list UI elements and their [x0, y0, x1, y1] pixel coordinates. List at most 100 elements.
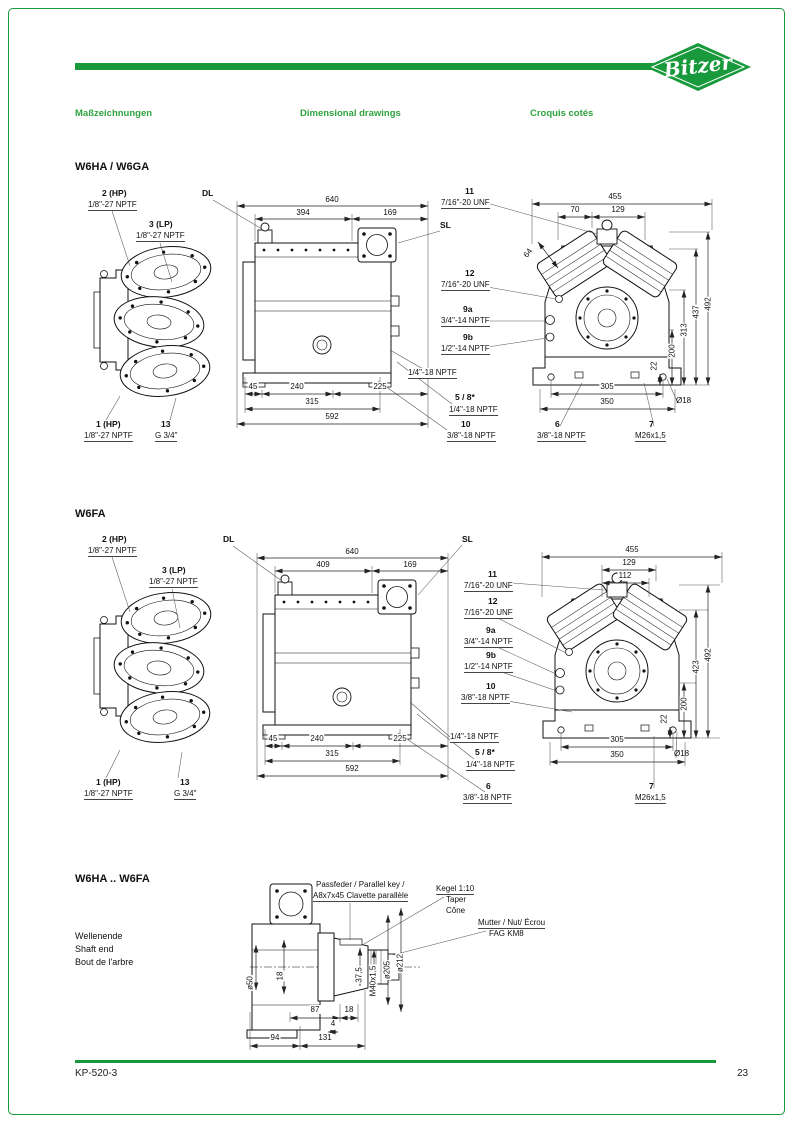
s1-dim-70: 70 — [569, 205, 581, 215]
s1-port2-number: 2 (HP) — [102, 188, 127, 198]
caption-de: Wellenende — [75, 931, 123, 941]
s3-dim-m40: M40x1,5 — [368, 964, 378, 998]
s1-dim-313: 313 — [679, 322, 689, 338]
s2-dim-592: 592 — [344, 764, 360, 774]
s3-dim-d205: ø205 — [382, 959, 392, 981]
s2-port13-number: 13 — [180, 777, 190, 787]
s2-dim-350: 350 — [609, 750, 625, 760]
s3-nut-type: FAG KM8 — [489, 929, 524, 938]
s2-port2-number: 2 (HP) — [102, 534, 127, 544]
s3-dim-131: 131 — [317, 1033, 333, 1043]
s3-dim-94: 94 — [269, 1033, 281, 1043]
s1-port10-thread: 3/8"-18 NPTF — [447, 431, 496, 443]
section3-title: W6HA .. W6FA — [75, 873, 150, 885]
s2-port6-number: 6 — [486, 781, 491, 791]
s2-dim-492: 492 — [703, 647, 713, 663]
document-number: KP-520-3 — [75, 1068, 118, 1079]
s1-dim-305: 305 — [599, 382, 615, 392]
s2-dim-diameter18: Ø18 — [674, 749, 690, 758]
s1-dim-394: 394 — [295, 208, 311, 218]
s1-port10-number: 10 — [461, 419, 471, 429]
s2-port1-number: 1 (HP) — [96, 777, 121, 787]
s1-port3-thread: 1/8"-27 NPTF — [136, 231, 185, 243]
s1-dim-diameter18: Ø18 — [676, 396, 692, 405]
s2-port9b-thread: 1/2"-14 NPTF — [464, 662, 513, 674]
caption-fr: Bout de l'arbre — [75, 957, 134, 967]
s2-dim-315: 315 — [324, 749, 340, 759]
s1-port12-number: 12 — [465, 268, 475, 278]
s1-port58-thread: 1/4"-18 NPTF — [449, 405, 498, 417]
s2-port9b-number: 9b — [486, 650, 496, 660]
s2-oil-thread: 1/4"-18 NPTF — [450, 732, 499, 744]
s1-dim-350: 350 — [599, 397, 615, 407]
s2-dim-112: 112 — [617, 571, 633, 581]
s3-dim-37-5: 37,5 — [354, 966, 364, 984]
s1-dim-240: 240 — [289, 382, 305, 392]
s2-dim-640: 640 — [344, 547, 360, 557]
s1-dim-315: 315 — [304, 397, 320, 407]
s2-port1-thread: 1/8"-27 NPTF — [84, 789, 133, 801]
s2-dim-240: 240 — [309, 734, 325, 744]
s2-port3-thread: 1/8"-27 NPTF — [149, 577, 198, 589]
s2-dim-45: 45 — [267, 734, 279, 744]
s1-dim-200: 200 — [667, 343, 677, 359]
column-title-en: Dimensional drawings — [300, 108, 401, 119]
s3-taper-label-de: Kegel 1:10 — [436, 884, 475, 896]
caption-en: Shaft end — [75, 944, 114, 954]
s1-port6-thread: 3/8"-18 NPTF — [537, 431, 586, 443]
s1-dim-129: 129 — [610, 205, 626, 215]
footer-rule — [75, 1060, 716, 1063]
s1-dim-492: 492 — [703, 296, 713, 312]
s1-dim-22: 22 — [649, 360, 659, 372]
s1-dim-169: 169 — [382, 208, 398, 218]
s1-sl-label: SL — [440, 220, 451, 230]
s1-port7-number: 7 — [649, 419, 654, 429]
s1-port2-thread: 1/8"-27 NPTF — [88, 200, 137, 212]
s1-port11-number: 11 — [465, 186, 474, 196]
s2-dim-305: 305 — [609, 735, 625, 745]
s3-taper-label-en: Taper — [446, 895, 467, 904]
s2-dim-200: 200 — [679, 696, 689, 712]
s2-sl-label: SL — [462, 534, 473, 544]
s2-port13-thread: G 3/4" — [174, 789, 197, 801]
s2-port9a-number: 9a — [486, 625, 496, 635]
s3-key-label-line2: A8x7x45 Clavette parallèle — [313, 891, 409, 903]
s2-dim-455: 455 — [624, 545, 640, 555]
s3-dim-d50: ø50 — [245, 975, 255, 991]
s3-dim-18b: 18 — [343, 1005, 355, 1015]
s2-dim-129: 129 — [621, 558, 637, 568]
s1-port9a-number: 9a — [463, 304, 473, 314]
s1-port11-thread: 7/16"-20 UNF — [441, 198, 490, 210]
section1-title: W6HA / W6GA — [75, 161, 150, 173]
s2-port7-thread: M26x1,5 — [635, 793, 666, 805]
s1-dim-592: 592 — [324, 412, 340, 422]
s2-dl-label: DL — [223, 534, 235, 544]
s1-port9a-thread: 3/4"-14 NPTF — [441, 316, 490, 328]
section2-title: W6FA — [75, 508, 106, 520]
s2-port12-thread: 7/16"-20 UNF — [464, 608, 513, 620]
s2-port11-thread: 7/16"-20 UNF — [464, 581, 513, 593]
s2-dim-225: 225 — [392, 734, 408, 744]
s2-port2-thread: 1/8"-27 NPTF — [88, 546, 137, 558]
s1-oil-thread: 1/4"-18 NPTF — [408, 368, 457, 380]
s3-dim-87: 87 — [309, 1005, 321, 1015]
s3-key-label-line1: Passfeder / Parallel key / — [316, 880, 405, 889]
s2-dim-409: 409 — [315, 560, 331, 570]
s1-port58-number: 5 / 8* — [455, 392, 475, 402]
s2-port10-number: 10 — [486, 681, 496, 691]
s1-dim-455: 455 — [607, 192, 623, 202]
s1-port1-thread: 1/8"-27 NPTF — [84, 431, 133, 443]
s2-port58-number: 5 / 8* — [475, 747, 495, 757]
s1-port7-thread: M26x1,5 — [635, 431, 666, 443]
s2-port6-thread: 3/8"-18 NPTF — [463, 793, 512, 805]
header-rule — [75, 63, 695, 70]
s2-port11-number: 11 — [488, 569, 497, 579]
s1-dim-640: 640 — [324, 195, 340, 205]
s1-port1-number: 1 (HP) — [96, 419, 121, 429]
s2-dim-169: 169 — [402, 560, 418, 570]
s1-port3-number: 3 (LP) — [149, 219, 173, 229]
s2-port12-number: 12 — [488, 596, 498, 606]
s2-port7-number: 7 — [649, 781, 654, 791]
